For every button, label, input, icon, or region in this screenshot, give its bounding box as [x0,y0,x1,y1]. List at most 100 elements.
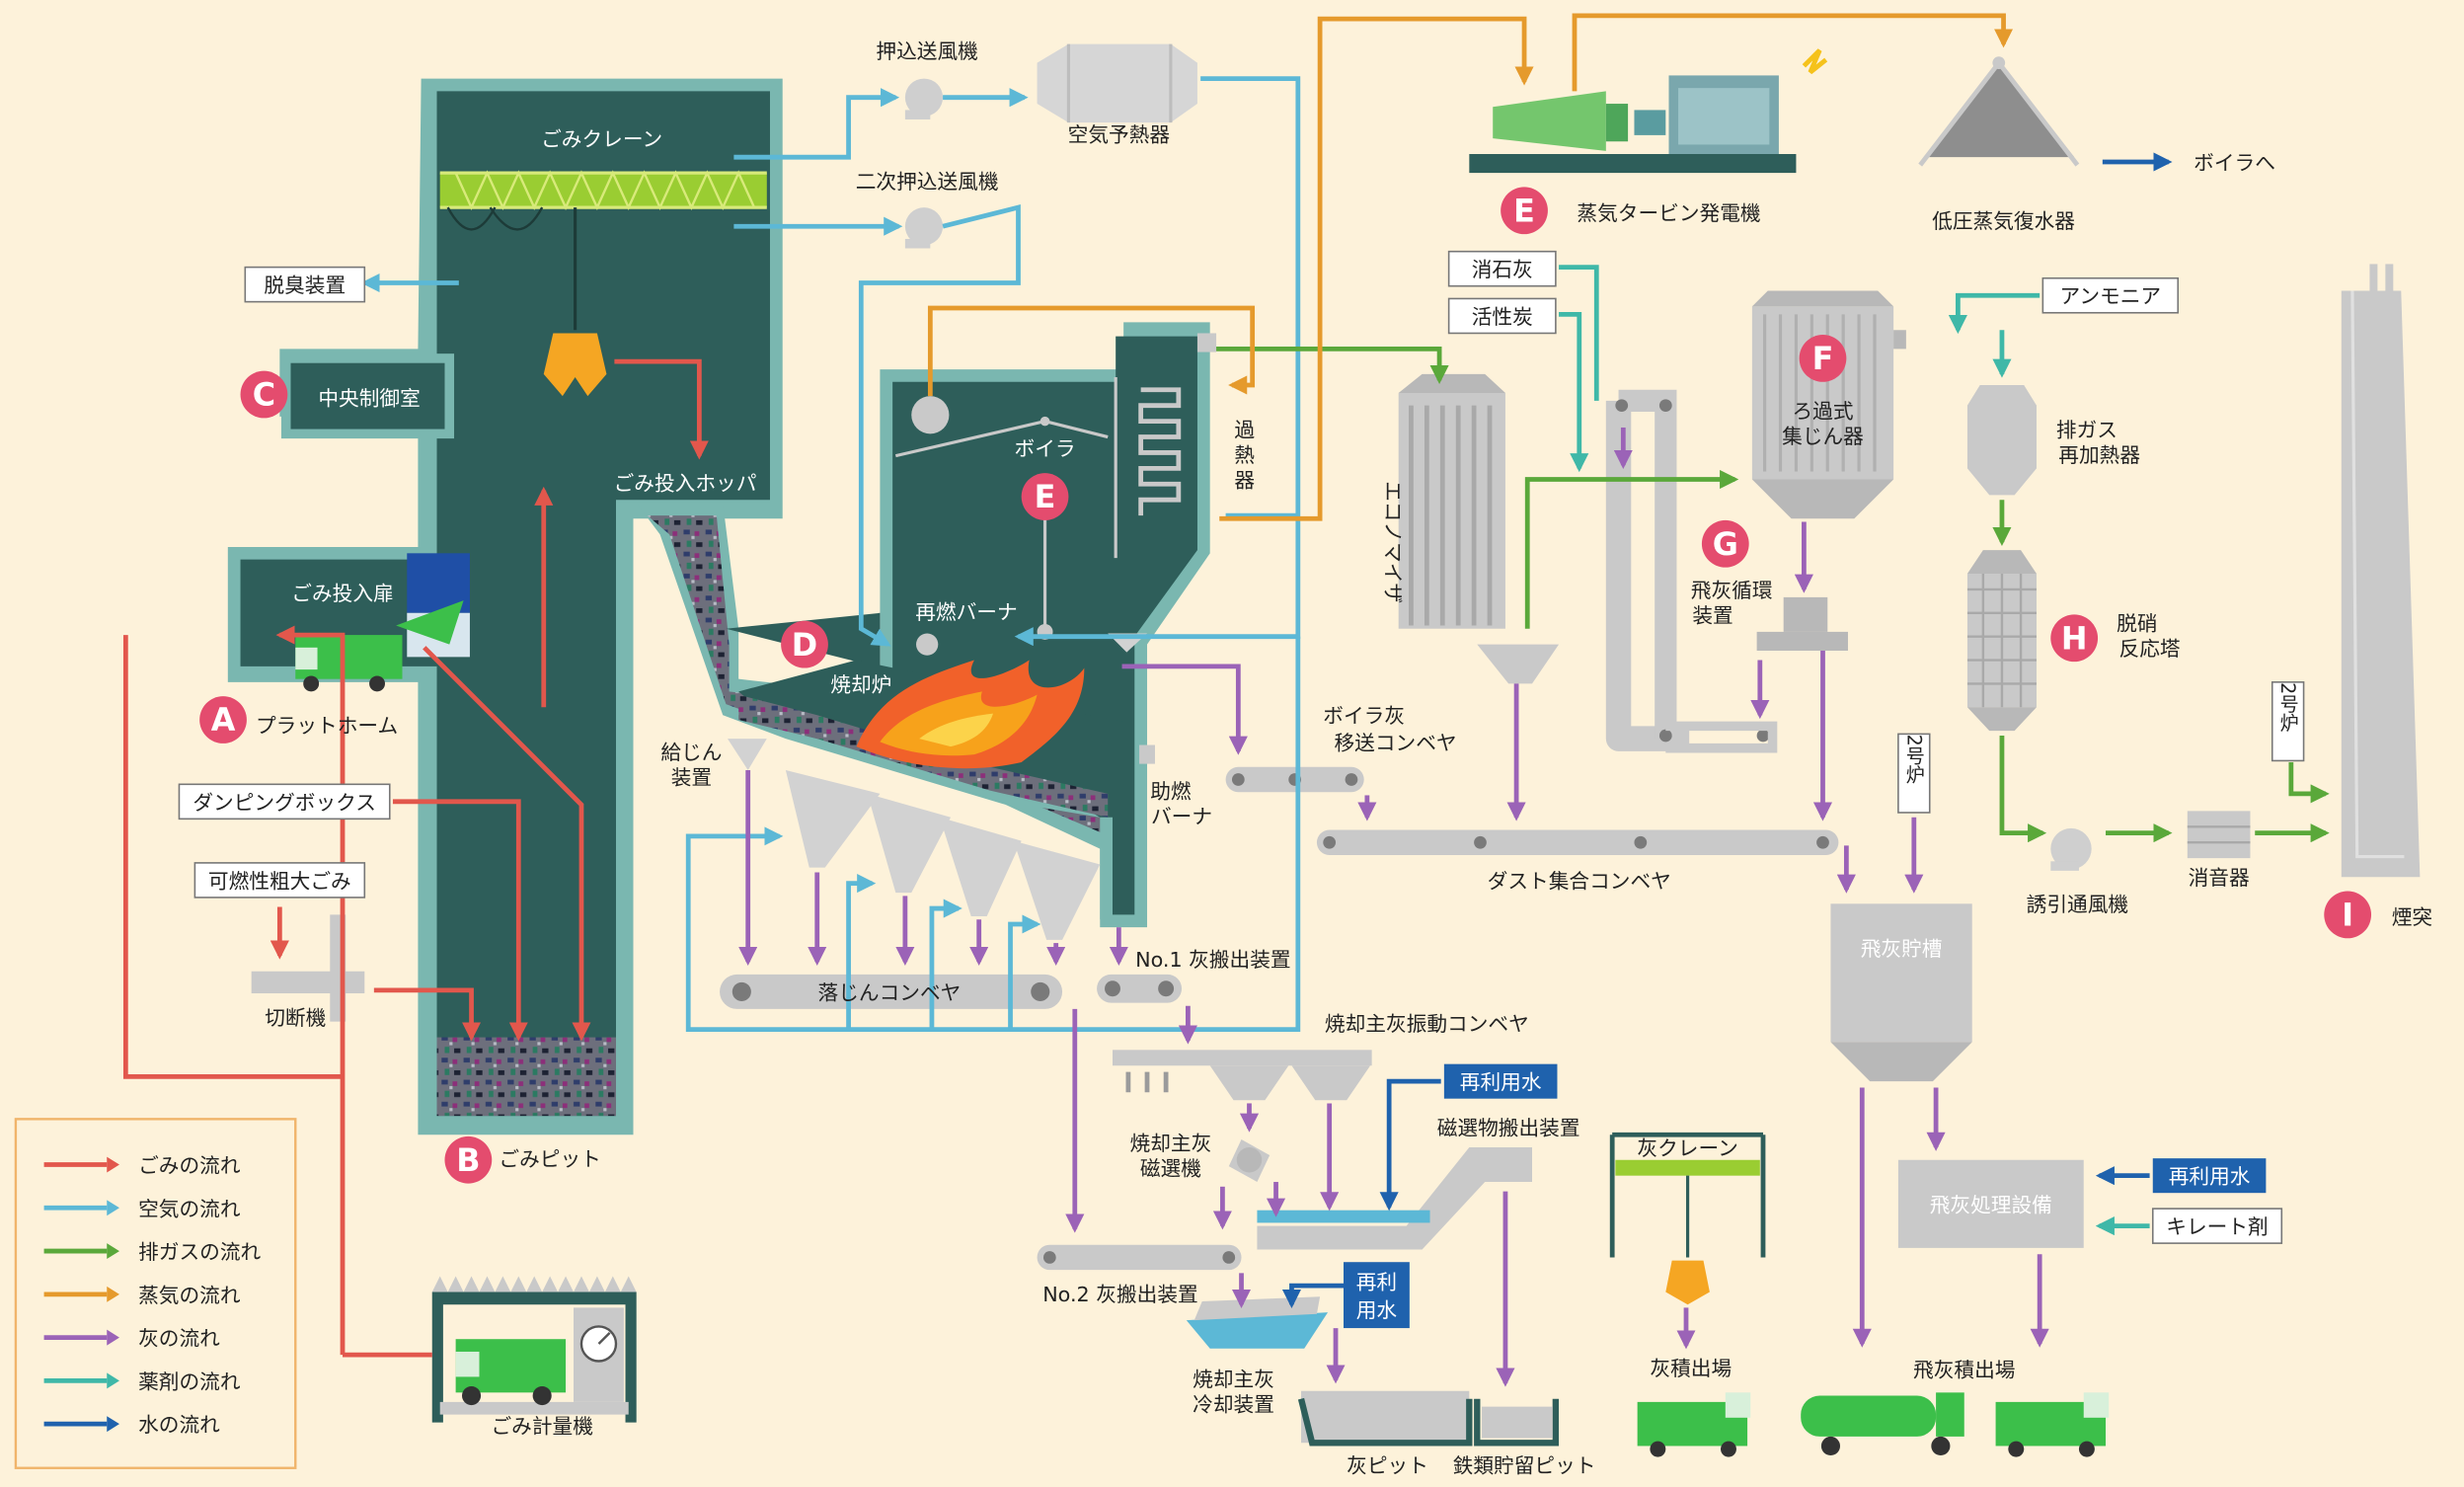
badges: A B C D E E F G H I [199,187,2372,1184]
label-crane: ごみクレーン [541,127,662,151]
label-scale: ごみ計量機 [491,1415,592,1439]
truck-platform [295,635,403,692]
legend-arrowhead [107,1372,119,1389]
label-economizer: エコノマイザ [1381,481,1405,603]
furnace-building [636,322,1217,940]
svg-text:E: E [1513,192,1535,229]
legend-arrowhead [107,1416,119,1433]
flow-water [1281,152,2173,1309]
badge-a: A [199,696,247,744]
badge-c: C [240,370,288,419]
svg-text:E: E [1035,478,1056,515]
label-ash-cooler-2: 冷却装置 [1193,1392,1274,1416]
label-boiler: ボイラ [1015,437,1076,461]
label-dust-conveyor: ダスト集合コンベヤ [1488,869,1671,893]
label-superheater-1: 過 [1234,419,1255,442]
label-activated-carbon: 活性炭 [1472,305,1533,329]
trucks [295,635,2110,1457]
badge-i: I [2324,891,2372,939]
badge-d: D [781,620,828,668]
label-boiler-ash-conv-2: 移送コンベヤ [1334,731,1456,754]
label-fdf: 押込送風機 [876,39,977,63]
badge-g: G [1701,519,1749,568]
legend-label: 排ガスの流れ [138,1240,261,1264]
svg-text:I: I [2342,897,2353,934]
label-aux-burner-2: バーナ [1151,805,1212,828]
label-condenser: 低圧蒸気復水器 [1932,209,2075,233]
legend-arrowhead [107,1243,119,1260]
svg-text:D: D [792,626,817,664]
flow-ash [738,427,2049,1387]
badge-h: H [2050,614,2099,663]
legend-label: 灰の流れ [138,1327,220,1351]
label-fly-ash-silo: 飛灰貯槽 [1861,937,1943,961]
legend-label: ごみの流れ [138,1153,241,1177]
badge-e-boiler: E [1021,473,1069,520]
label-superheater-2: 熱 [1234,443,1255,467]
label-magsep-2: 磁選機 [1140,1157,1201,1181]
legend-label: 空気の流れ [138,1197,241,1220]
flow-chemical [1559,265,2150,1236]
legend-label: 薬剤の流れ [138,1370,241,1393]
svg-text:A: A [211,701,236,739]
label-entry-door: ごみ投入扉 [291,582,393,605]
label-fly-ash-recirc-2: 装置 [1692,603,1732,627]
badge-e-turbine: E [1501,187,1548,235]
flow-exhaust [1216,346,2330,843]
label-reuse-water-2a: 再利 [1356,1270,1397,1293]
label-idf: 誘引通風機 [2027,893,2128,916]
truck-flyash [1995,1392,2110,1457]
label-denox-2: 反応塔 [2119,637,2181,661]
label-platform: プラットホーム [256,714,398,738]
label-air-preheater: 空気予熱器 [1068,122,1171,146]
legend-arrowhead [107,1286,119,1302]
flow-steam [927,13,2014,521]
label-unit2-b: 2号炉 [1902,735,1925,784]
badge-f: F [1799,335,1847,382]
waste-crane [439,170,767,397]
label-iron-pit: 鉄類貯留ピット [1453,1454,1596,1478]
legend-arrowhead [107,1200,119,1216]
svg-text:H: H [2061,619,2088,657]
label-fly-ash-loading: 飛灰積出場 [1913,1358,2015,1381]
svg-text:F: F [1812,340,1834,377]
label-hopper: ごみ投入ホッパ [614,472,757,496]
label-bag-filter-2: 集じん器 [1782,425,1864,448]
label-ash-crane: 灰クレーン [1637,1136,1737,1160]
label-reburn-burner: 再燃バーナ [915,600,1017,624]
legend-arrowhead [107,1329,119,1346]
label-reheater-2: 再加熱器 [2058,443,2140,467]
svg-text:G: G [1713,525,1738,563]
legend-label: 水の流れ [138,1413,220,1437]
label-turbine: 蒸気タービン発電機 [1577,201,1760,225]
label-dumping-box: ダンピングボックス [192,791,376,815]
label-control-room: 中央制御室 [318,387,420,411]
svg-text:B: B [456,1141,480,1179]
label-no1-discharge: No.1 灰搬出装置 [1135,948,1291,972]
label-no2-discharge: No.2 灰搬出装置 [1042,1283,1198,1306]
label-reuse-water-2b: 用水 [1356,1298,1398,1322]
label-aux-burner-1: 助燃 [1150,780,1192,804]
label-chelate: キレート剤 [2166,1215,2268,1239]
label-reuse-water-3: 再利用水 [2169,1165,2251,1189]
boxed-labels: 脱臭装置 ダンピングボックス 可燃性粗大ごみ 消石灰 活性炭 アンモニア 2号炉… [178,250,2305,1329]
label-fly-ash-recirc-1: 飛灰循環 [1691,579,1773,602]
flow-air [360,76,1301,1033]
label-shredder: 切断機 [265,1006,326,1030]
label-to-boiler: ボイラへ [2194,151,2275,175]
label-reheater-1: 排ガス [2056,419,2118,442]
label-superheater-3: 器 [1234,468,1255,492]
label-magnetic-discharge: 磁選物搬出装置 [1437,1116,1580,1139]
label-siftings-conveyor: 落じんコンベヤ [818,980,962,1004]
truck-tanker [1801,1392,1964,1456]
flow-waste [122,358,709,1358]
svg-text:C: C [253,376,275,414]
legend-arrowhead [107,1156,119,1173]
label-ammonia: アンモニア [2059,284,2161,308]
refuse-building [227,78,783,1135]
label-bag-filter-1: ろ過式 [1792,399,1853,423]
label-ash-pit: 灰ピット [1347,1454,1428,1478]
label-pit: ごみピット [499,1147,600,1171]
